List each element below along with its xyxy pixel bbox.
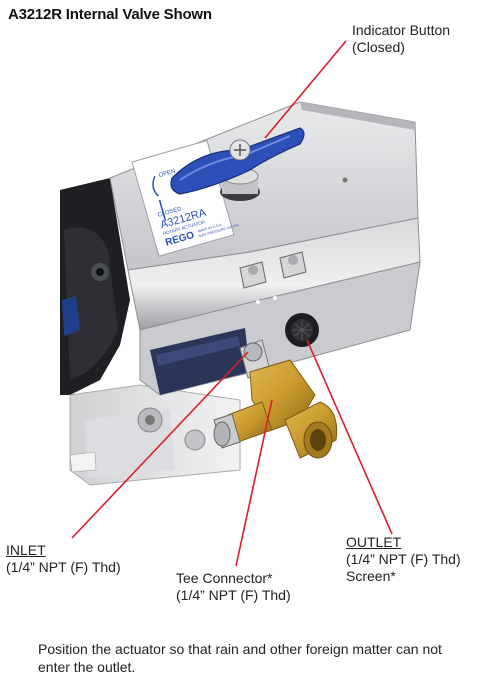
tee-leader-line [235,399,273,567]
callout-outlet: OUTLET (1/4” NPT (F) Thd) Screen* [346,534,461,585]
callout-tee-connector: Tee Connector* (1/4” NPT (F) Thd) [176,570,291,604]
mounting-base [69,384,241,486]
callout-tee-line1: Tee Connector* [176,570,273,586]
callout-indicator-line2: (Closed) [352,39,405,55]
open-arrow-icon [152,175,159,197]
callout-inlet-line1: INLET [6,542,46,558]
callout-outlet-line2: (1/4” NPT (F) Thd) [346,551,461,567]
callout-outlet-line3: Screen* [346,568,396,584]
tee-connector [213,339,338,459]
callout-outlet-line1: OUTLET [346,534,402,550]
plate-open-text: OPEN [158,169,176,179]
actuator-body [109,101,421,396]
front-bolts [239,251,307,289]
end-cap [60,178,130,395]
indicator-leader-line [264,40,347,139]
callout-tee-line2: (1/4” NPT (F) Thd) [176,587,291,603]
callout-indicator-line1: Indicator Button [352,22,451,38]
indicator-button [170,127,305,201]
inlet-leader-line [71,351,249,539]
outlet-screen [285,313,319,347]
outlet-leader-line [306,339,393,535]
closed-arrow-icon [158,199,167,222]
page-title: A3212R Internal Valve Shown [8,6,212,23]
installation-note: Position the actuator so that rain and o… [38,641,442,675]
plate-made-text: MADE IN U.S.A. [197,223,223,234]
callout-inlet: INLET (1/4” NPT (F) Thd) [6,542,121,576]
callout-indicator-button: Indicator Button (Closed) [352,22,450,56]
callout-inlet-line2: (1/4” NPT (F) Thd) [6,559,121,575]
leader-lines [71,40,393,567]
